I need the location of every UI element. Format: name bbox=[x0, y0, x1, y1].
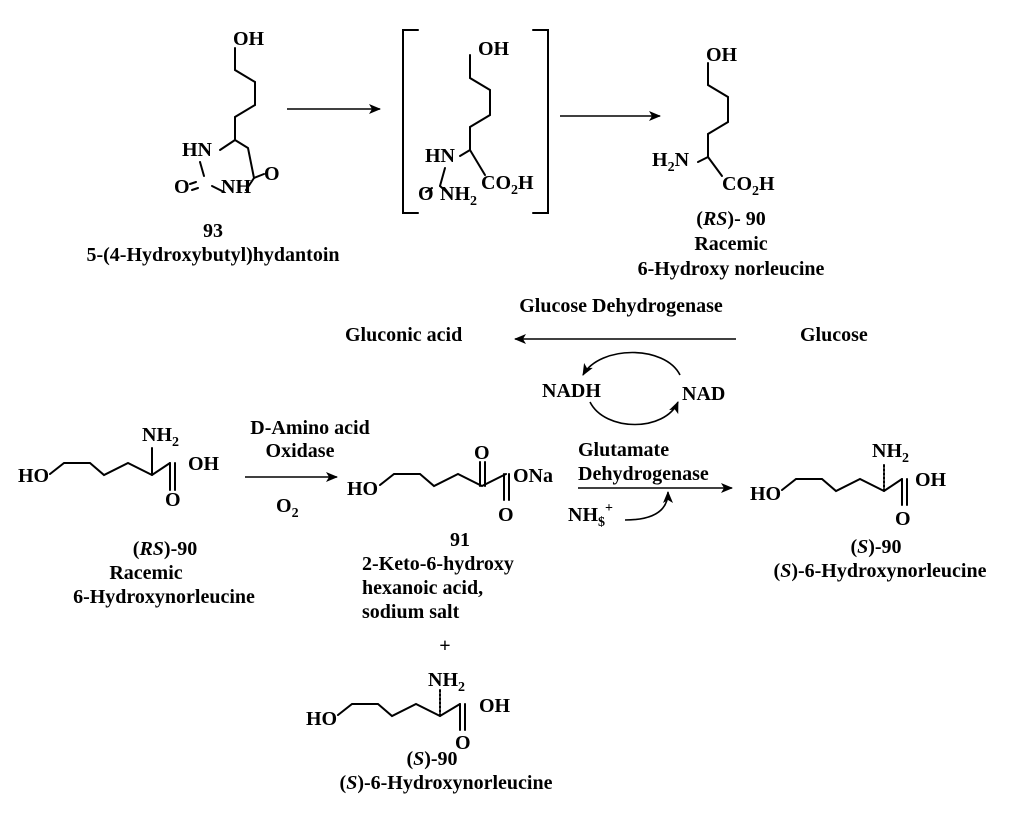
int-oh-atom: OH bbox=[478, 38, 510, 60]
s-ho-atom: HO bbox=[750, 483, 781, 505]
s-o-atom: O bbox=[895, 508, 911, 530]
gluconic-acid-label: Gluconic acid bbox=[345, 324, 462, 346]
s-90-leftover-structure: HO NH2 OH O bbox=[306, 669, 511, 754]
nad-label: NAD bbox=[682, 383, 725, 405]
int-hn-atom: HN bbox=[425, 145, 456, 167]
s-oh-atom: OH bbox=[915, 469, 947, 491]
top-h2n-group: H2N bbox=[652, 149, 690, 175]
glucose-dehydrogenase-label: Glucose Dehydrogenase bbox=[519, 295, 723, 317]
left-s-oh-atom: OH bbox=[479, 695, 511, 717]
dehydrogenase-label: Dehydrogenase bbox=[578, 463, 709, 485]
glutamate-label: Glutamate bbox=[578, 439, 669, 461]
glucose-label: Glucose bbox=[800, 324, 868, 346]
int-co2h-group: CO2H bbox=[481, 172, 534, 198]
s-90-name: (S)-6-Hydroxynorleucine bbox=[774, 560, 987, 582]
hydantoin-93-structure: OH HN O NH O bbox=[174, 28, 280, 198]
bottom-oh-atom: OH bbox=[188, 453, 220, 475]
s-90-product-structure: HO NH2 OH O bbox=[750, 440, 947, 530]
oxidase-label-line1: D-Amino acid bbox=[250, 417, 369, 439]
bottom-ho-atom: HO bbox=[18, 465, 49, 487]
s-90-label: (S)-90 bbox=[850, 536, 901, 558]
left-s-nh2-group: NH2 bbox=[428, 669, 465, 695]
keto-name-line1: 2-Keto-6-hydroxy bbox=[362, 553, 514, 575]
racemic-bottom-label: Racemic bbox=[109, 562, 182, 584]
o2-label: O2 bbox=[276, 495, 299, 521]
keto-o-bottom: O bbox=[498, 504, 514, 526]
int-o-atom: O bbox=[418, 183, 434, 205]
nh-atom: NH bbox=[221, 176, 251, 198]
ammonium-label: NH$+ bbox=[568, 501, 613, 530]
s-nh2-group: NH2 bbox=[872, 440, 909, 466]
arrow-nad-to-nadh bbox=[582, 351, 681, 376]
arrow-nadh-to-nad bbox=[589, 401, 679, 426]
norleucine-top-name: 6-Hydroxy norleucine bbox=[638, 258, 825, 280]
nadh-label: NADH bbox=[542, 380, 601, 402]
left-s-ho-atom: HO bbox=[306, 708, 337, 730]
carbonyl-o-right: O bbox=[264, 163, 280, 185]
top-co2h-group: CO2H bbox=[722, 173, 775, 199]
keto-acid-91-structure: HO O ONa O bbox=[347, 442, 553, 526]
bottom-nh2-group: NH2 bbox=[142, 424, 179, 450]
top-oh-atom: OH bbox=[706, 44, 738, 66]
bottom-o-atom: O bbox=[165, 489, 181, 511]
keto-name-line2: hexanoic acid, bbox=[362, 577, 483, 599]
left-s-90-name: (S)-6-Hydroxynorleucine bbox=[340, 772, 553, 794]
arrow-ammonium-in bbox=[624, 491, 673, 521]
racemic-90-top-structure: OH H2N CO2H bbox=[652, 44, 775, 199]
racemic-90-bottom-structure: HO NH2 OH O bbox=[18, 424, 220, 511]
compound-number-91: 91 bbox=[450, 529, 470, 551]
rs-90-top-label: (RS)- 90 bbox=[696, 208, 765, 230]
carbonyl-o-left: O bbox=[174, 176, 190, 198]
carbamoyl-intermediate-structure: OH HN CO2H O NH2 bbox=[418, 38, 534, 209]
keto-ho-atom: HO bbox=[347, 478, 378, 500]
oxidase-label-line2: Oxidase bbox=[266, 440, 335, 462]
int-nh2-group: NH2 bbox=[440, 183, 477, 209]
keto-o-top: O bbox=[474, 442, 490, 464]
left-s-o-atom: O bbox=[455, 732, 471, 754]
racemic-top-label: Racemic bbox=[694, 233, 767, 255]
plus-sign: + bbox=[439, 635, 450, 657]
compound-number-93: 93 bbox=[203, 220, 223, 242]
hn-atom: HN bbox=[182, 139, 213, 161]
oh-atom: OH bbox=[233, 28, 265, 50]
rs-90-bottom-label: (RS)-90 bbox=[133, 538, 197, 560]
keto-ona-group: ONa bbox=[513, 465, 553, 487]
left-s-90-label: (S)-90 bbox=[406, 748, 457, 770]
intermediate-bracket bbox=[402, 29, 549, 214]
keto-name-line3: sodium salt bbox=[362, 601, 460, 623]
hydantoin-name: 5-(4-Hydroxybutyl)hydantoin bbox=[86, 244, 339, 266]
norleucine-bottom-name: 6-Hydroxynorleucine bbox=[73, 586, 255, 608]
